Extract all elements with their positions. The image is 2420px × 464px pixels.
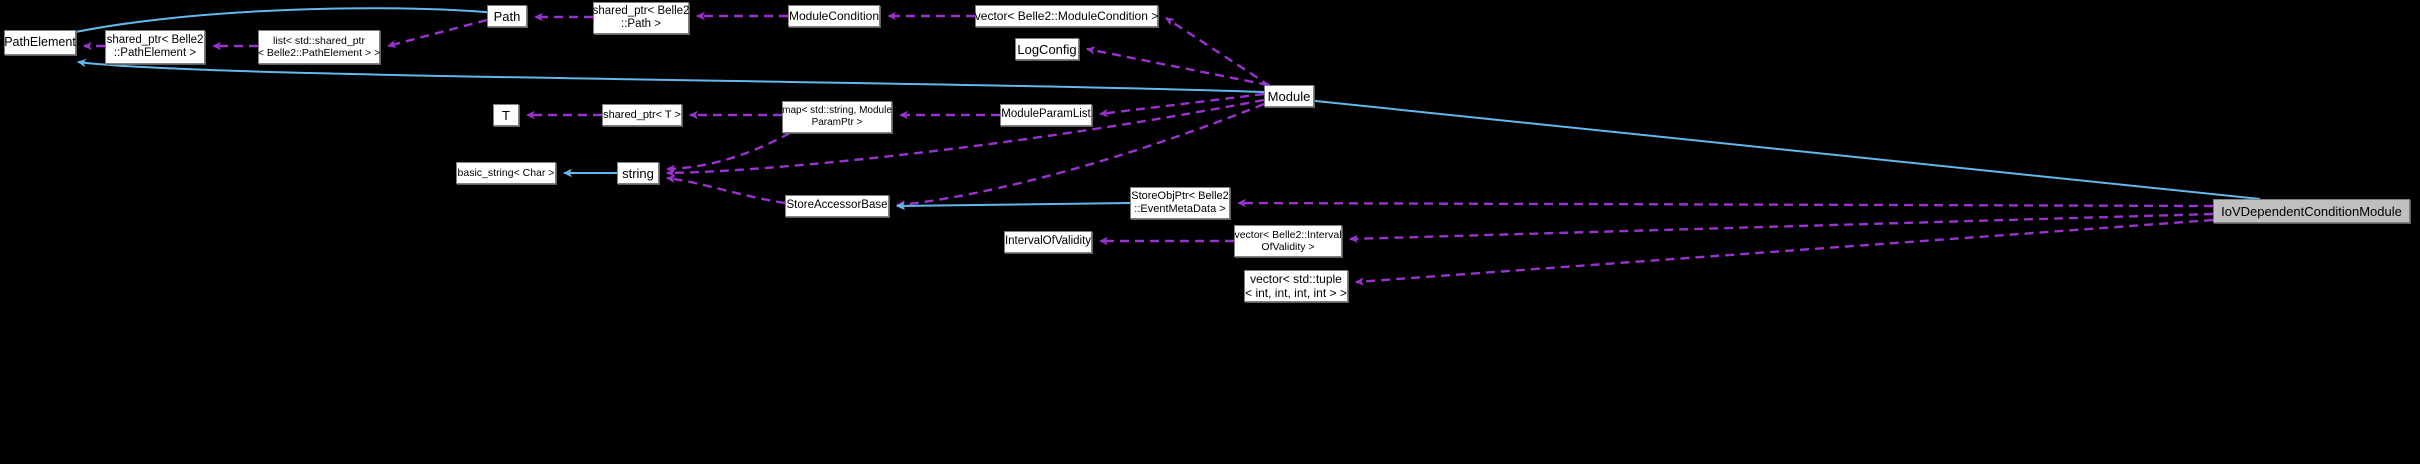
class-node-basic-string-char[interactable]: basic_string< Char >	[456, 162, 556, 184]
class-node-label-line: shared_ptr< Belle2	[106, 33, 204, 46]
class-node-label: shared_ptr< Belle2::Path >	[593, 5, 690, 32]
class-node-string[interactable]: string	[617, 162, 659, 184]
edge-iov-dependent-condition-module-to-vector-interval-of-validity	[1349, 212, 2214, 243]
class-node-label: string	[622, 166, 654, 181]
class-node-label-line: ModuleCondition	[788, 9, 880, 23]
class-node-label-line: Path	[493, 8, 521, 24]
class-node-label-line: < int, int, int, int > >	[1245, 286, 1347, 300]
class-node-t[interactable]: T	[493, 104, 519, 126]
class-node-label-line: shared_ptr< Belle2	[592, 4, 690, 17]
class-node-label: IoVDependentConditionModule	[2221, 204, 2402, 219]
class-node-module[interactable]: Module	[1264, 85, 1314, 107]
edge-path-to-path-element	[39, 7, 506, 41]
class-node-label-line: StoreAccessorBase	[786, 199, 888, 212]
class-node-label: StoreAccessorBase	[787, 199, 888, 213]
class-node-label: Module	[1268, 89, 1311, 104]
class-node-label-line: vector< Belle2::Interval	[1234, 228, 1342, 241]
edge-module-to-log-config	[1086, 46, 1269, 87]
class-node-label: ModuleParamList	[1001, 108, 1090, 122]
class-node-label: basic_string< Char >	[458, 167, 555, 180]
class-node-shared-ptr-t[interactable]: shared_ptr< T >	[602, 104, 682, 126]
class-node-label-line: ::PathElement >	[113, 47, 197, 59]
class-node-label: Path	[494, 9, 521, 24]
edge-module-to-vector-module-condition	[1165, 16, 1271, 88]
class-node-label-line: T	[502, 107, 510, 123]
class-node-label-line: ::EventMetaData >	[1134, 203, 1226, 215]
class-node-label-line: vector< Belle2::ModuleCondition >	[974, 9, 1159, 23]
class-node-iov-dependent-condition-module[interactable]: IoVDependentConditionModule	[2213, 199, 2410, 223]
class-node-label-line: ParamPtr >	[811, 117, 863, 128]
class-node-label: ModuleCondition	[789, 9, 879, 23]
class-node-label-line: IntervalOfValidity	[1004, 235, 1092, 248]
class-node-log-config[interactable]: LogConfig	[1015, 38, 1079, 60]
class-node-label: shared_ptr< T >	[603, 109, 681, 122]
class-node-label-line: basic_string< Char >	[457, 166, 555, 179]
class-node-label: LogConfig	[1017, 42, 1076, 57]
class-node-vector-tuple-int[interactable]: vector< std::tuple< int, int, int, int >…	[1244, 270, 1348, 302]
class-node-interval-of-validity[interactable]: IntervalOfValidity	[1004, 231, 1092, 253]
class-node-label: T	[502, 108, 510, 123]
class-node-label: shared_ptr< Belle2::PathElement >	[107, 34, 204, 61]
class-node-label-line: PathElement	[4, 35, 76, 50]
class-node-path[interactable]: Path	[487, 5, 527, 27]
edge-module-to-path-element	[77, 58, 1265, 93]
edge-store-accessor-base-to-string	[666, 174, 786, 205]
class-node-module-condition[interactable]: ModuleCondition	[788, 5, 880, 27]
class-node-label-line: vector< std::tuple	[1250, 272, 1342, 286]
class-node-label-line: OfValidity >	[1261, 241, 1315, 253]
class-node-label: vector< Belle2::ModuleCondition >	[975, 9, 1158, 23]
class-node-label: IntervalOfValidity	[1005, 235, 1091, 249]
edge-iov-dependent-condition-module-to-store-obj-ptr-eventmetadata	[1237, 198, 2214, 208]
edge-store-obj-ptr-eventmetadata-to-store-accessor-base	[896, 201, 1131, 211]
edge-path-to-list-shared-ptr	[387, 18, 488, 49]
class-node-label: list< std::shared_ptr< Belle2::PathEleme…	[258, 35, 380, 60]
class-node-label-line: ::Path >	[621, 18, 661, 30]
class-node-label: StoreObjPtr< Belle2::EventMetaData >	[1131, 190, 1229, 216]
class-node-label-line: string	[622, 165, 654, 181]
edge-module-to-store-accessor-base	[896, 102, 1265, 209]
class-node-list-shared-ptr[interactable]: list< std::shared_ptr< Belle2::PathEleme…	[258, 30, 380, 64]
class-node-label-line: IoVDependentConditionModule	[2221, 203, 2402, 219]
class-node-store-accessor-base[interactable]: StoreAccessorBase	[785, 195, 889, 217]
class-node-store-obj-ptr-eventmetadata[interactable]: StoreObjPtr< Belle2::EventMetaData >	[1130, 187, 1230, 219]
edge-module-to-module-param-list	[1099, 92, 1265, 118]
edge-map-string-moduleparamptr-to-string	[666, 131, 791, 173]
class-node-label-line: LogConfig	[1017, 41, 1077, 57]
class-node-label: PathElement	[4, 35, 76, 50]
class-node-path-element[interactable]: PathElement	[4, 30, 76, 55]
class-node-label-line: list< std::shared_ptr	[273, 34, 365, 47]
class-node-label-line: ModuleParamList	[1001, 108, 1091, 121]
class-node-vector-module-condition[interactable]: vector< Belle2::ModuleCondition >	[975, 5, 1158, 27]
class-node-label-line: < Belle2::PathElement > >	[257, 47, 381, 59]
edge-iov-dependent-condition-module-to-vector-tuple-int	[1355, 218, 2214, 286]
class-node-label: vector< std::tuple< int, int, int, int >…	[1245, 272, 1347, 300]
class-node-shared-ptr-pathelement[interactable]: shared_ptr< Belle2::PathElement >	[105, 30, 205, 64]
class-node-shared-ptr-path[interactable]: shared_ptr< Belle2::Path >	[593, 2, 689, 34]
edge-module-to-string	[666, 98, 1265, 178]
class-node-label-line: Module	[1267, 88, 1311, 104]
edge-iov-dependent-condition-module-to-module	[1305, 96, 2261, 200]
class-node-module-param-list[interactable]: ModuleParamList	[1000, 104, 1092, 126]
class-node-label-line: shared_ptr< T >	[603, 108, 681, 121]
class-node-label-line: StoreObjPtr< Belle2	[1131, 190, 1229, 202]
class-node-label-line: map< std::string, Module	[782, 105, 892, 116]
